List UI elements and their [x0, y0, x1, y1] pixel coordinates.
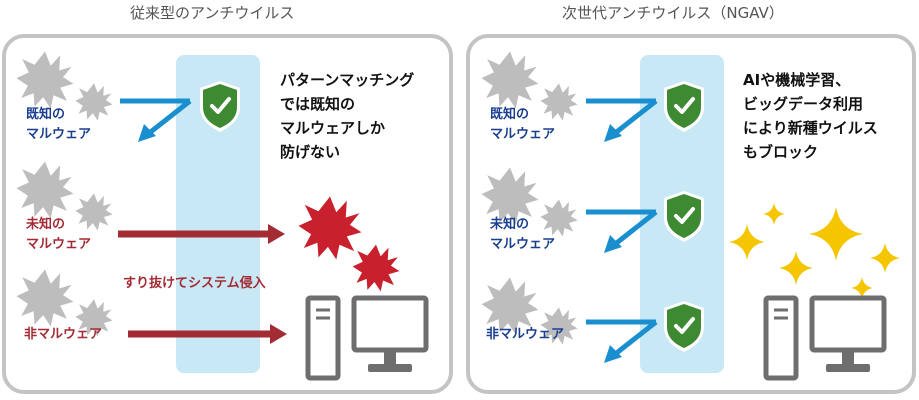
right-nonmalware-label: 非マルウェア — [486, 327, 565, 342]
right-known-line2: マルウェア — [490, 127, 556, 142]
shield-check-icon — [662, 299, 706, 354]
left-desc-line: パターンマッチング — [280, 71, 415, 89]
shield-check-icon — [662, 79, 706, 134]
sparkle-icon — [870, 243, 900, 273]
left-panel-title: 従来型のアンチウイルス — [130, 4, 295, 22]
left-known-label: 既知の マルウェア — [26, 105, 91, 145]
left-virus-icons — [16, 51, 113, 337]
left-desc-line: 防げない — [280, 143, 341, 161]
virus-icon — [16, 269, 74, 327]
right-panel-title: 次世代アンチウイルス（NGAV） — [562, 4, 784, 22]
virus-icon — [352, 244, 400, 292]
red-virus-icons — [298, 196, 400, 292]
left-known-line1: 既知の — [26, 107, 66, 122]
left-description: パターンマッチング では既知の マルウェアしか 防げない — [280, 68, 414, 164]
right-blocked-arrows — [586, 98, 658, 357]
shield-check-icon — [662, 189, 706, 244]
left-desc-line: では既知の — [280, 95, 356, 113]
sparkle-icon — [763, 203, 785, 225]
left-nonmalware-label: 非マルウェア — [24, 327, 103, 342]
left-unknown-arrow — [118, 224, 285, 244]
left-known-line2: マルウェア — [26, 127, 92, 142]
virus-icon — [298, 196, 362, 260]
shield-check-icon — [198, 79, 242, 134]
computer-icon — [766, 298, 884, 378]
right-desc-line: もブロック — [743, 143, 819, 161]
sparkle-icons — [729, 203, 900, 299]
right-unknown-line1: 未知の — [490, 217, 530, 232]
left-unknown-label: 未知の マルウェア — [26, 215, 91, 255]
left-nonmalware-arrow — [128, 324, 287, 344]
virus-icon — [16, 51, 74, 109]
sparkle-icon — [779, 251, 813, 285]
right-known-label: 既知の マルウェア — [490, 105, 555, 145]
right-known-line1: 既知の — [490, 107, 530, 122]
breach-note: すり抜けてシステム侵入 — [123, 276, 266, 291]
left-desc-line: マルウェアしか — [280, 119, 386, 137]
computer-icon — [308, 298, 426, 378]
left-unknown-line1: 未知の — [26, 217, 66, 232]
right-unknown-line2: マルウェア — [490, 237, 556, 252]
right-desc-line: ビッグデータ利用 — [743, 95, 864, 113]
right-desc-line: AIや機械学習、 — [743, 71, 851, 89]
right-virus-icons — [481, 51, 578, 345]
right-description: AIや機械学習、 ビッグデータ利用 により新種ウイルス もブロック — [743, 68, 878, 164]
sparkle-icon — [809, 207, 863, 261]
left-unknown-line2: マルウェア — [26, 237, 92, 252]
sparkle-icon — [729, 224, 765, 260]
right-desc-line: により新種ウイルス — [743, 119, 878, 137]
virus-icon — [481, 51, 539, 109]
left-blocked-arrow — [120, 98, 192, 142]
right-unknown-label: 未知の マルウェア — [490, 215, 555, 255]
right-arrow-heads — [604, 124, 622, 363]
virus-icon — [16, 161, 74, 219]
